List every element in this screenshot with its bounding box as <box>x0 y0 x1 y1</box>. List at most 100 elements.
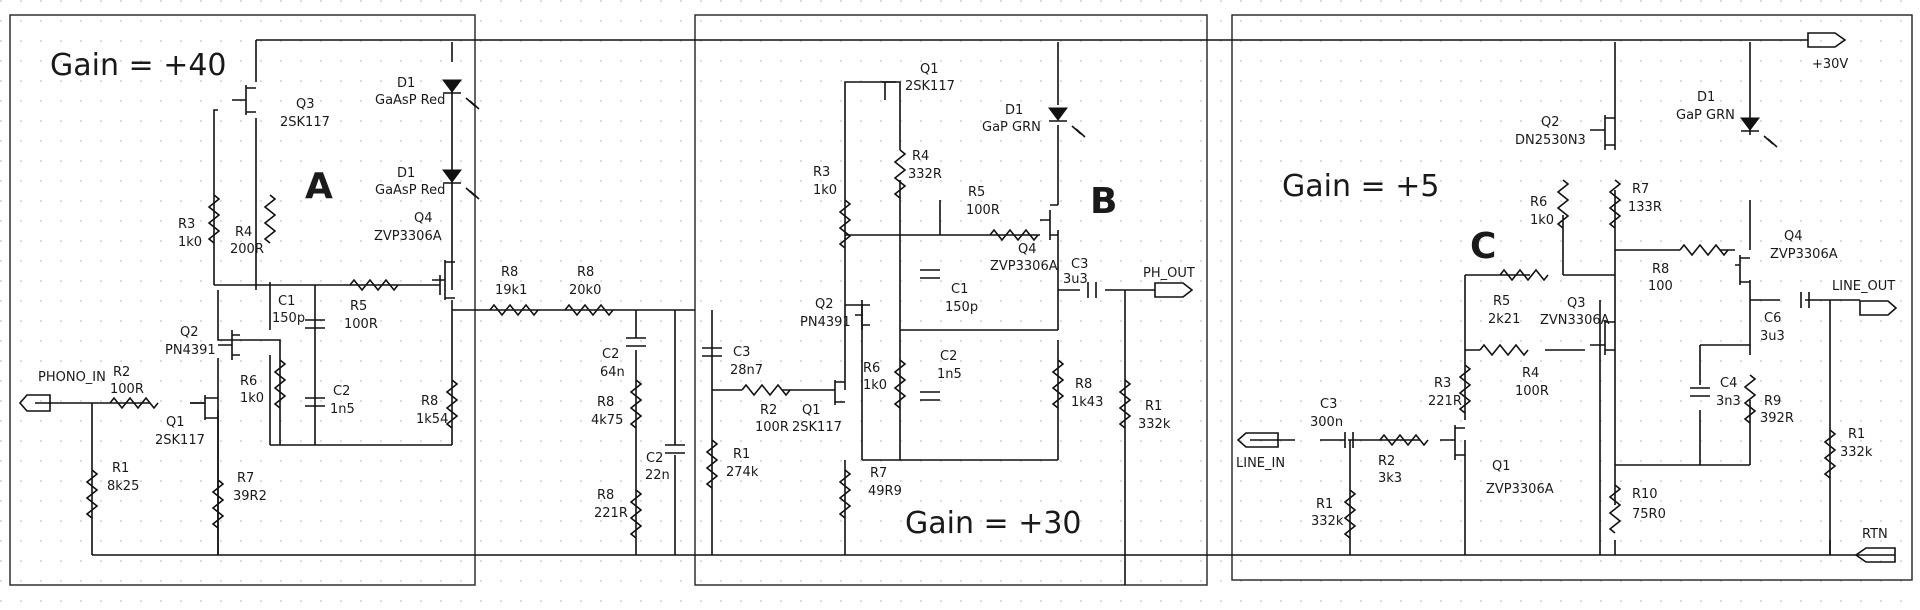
b-r1o-ref: R1 <box>1145 399 1162 414</box>
a-q1-value: 2SK117 <box>155 433 205 448</box>
section-c-parts: Q2 DN2530N3 D1 GaP GRN R6 1k0 R7 133R R5… <box>1310 90 1873 529</box>
c-r5-value: 2k21 <box>1488 312 1520 327</box>
c-r6-value: 1k0 <box>1530 213 1554 228</box>
a-d1a-value: GaAsP Red <box>375 93 445 108</box>
b-c1-ref: C1 <box>951 282 968 297</box>
c-r1o-value: 332k <box>1840 445 1873 460</box>
led-a-lower-symbol <box>442 169 480 200</box>
a-q4-value: ZVP3306A <box>374 229 442 244</box>
section-c-box <box>1231 14 1913 581</box>
c-r2-value: 3k3 <box>1378 471 1402 486</box>
a-q3-value: 2SK117 <box>280 115 330 130</box>
led-c-symbol <box>1740 117 1778 148</box>
c-r1-ref: R1 <box>1316 497 1333 512</box>
b-r2-ref: R2 <box>760 403 777 418</box>
c-d1-ref: D1 <box>1697 90 1715 105</box>
riaa-r8b-value: 20k0 <box>569 283 601 298</box>
section-c-gain: Gain = +5 <box>1282 169 1439 204</box>
b-c1-value: 150p <box>945 300 978 315</box>
a-q4-ref: Q4 <box>414 211 433 226</box>
a-d1b-value: GaAsP Red <box>375 183 445 198</box>
port-rtn-label: RTN <box>1862 527 1888 542</box>
a-r8-value: 1k54 <box>416 412 448 427</box>
a-r2-ref: R2 <box>113 365 130 380</box>
riaa-r8a-ref: R8 <box>501 265 518 280</box>
b-r4-ref: R4 <box>912 149 929 164</box>
c-c6-value: 3u3 <box>1760 329 1785 344</box>
c-r7-ref: R7 <box>1632 182 1649 197</box>
riaa-r8d-ref: R8 <box>597 488 614 503</box>
section-a-box <box>9 14 476 586</box>
led-a-upper-symbol <box>442 79 480 110</box>
c-q3-ref: Q3 <box>1567 296 1586 311</box>
a-r6-value: 1k0 <box>240 391 264 406</box>
c-r2-ref: R2 <box>1378 454 1395 469</box>
b-q1b-value: 2SK117 <box>792 420 842 435</box>
b-r7-value: 49R9 <box>868 484 902 499</box>
b-d1-value: GaP GRN <box>982 120 1041 135</box>
c-q2-ref: Q2 <box>1541 115 1560 130</box>
c-r4-value: 100R <box>1515 384 1549 399</box>
c-r1-value: 332k <box>1311 514 1344 529</box>
c-r3-value: 221R <box>1428 394 1462 409</box>
b-r1-value: 274k <box>726 465 759 480</box>
b-r6-value: 1k0 <box>863 378 887 393</box>
b-q1b-ref: Q1 <box>802 403 821 418</box>
c-r4-ref: R4 <box>1522 366 1539 381</box>
a-c1-ref: C1 <box>278 294 295 309</box>
transistor-symbols <box>190 81 1750 460</box>
b-r6-ref: R6 <box>863 361 880 376</box>
port-flags <box>18 32 1898 563</box>
riaa-r8b-ref: R8 <box>577 265 594 280</box>
riaa-network-parts: R8 19k1 R8 20k0 C2 64n R8 4k75 C2 22n R8… <box>495 265 670 521</box>
b-c3o-value: 3u3 <box>1063 272 1088 287</box>
capacitor-symbols <box>305 269 1810 454</box>
a-r1-value: 8k25 <box>107 479 139 494</box>
b-r8-ref: R8 <box>1075 377 1092 392</box>
led-b-symbol <box>1048 107 1086 138</box>
c-q1-value: ZVP3306A <box>1486 482 1554 497</box>
c-r9-ref: R9 <box>1764 394 1781 409</box>
b-r3-ref: R3 <box>813 165 830 180</box>
section-a-letter: A <box>305 166 333 207</box>
c-r7-value: 133R <box>1628 200 1662 215</box>
section-c-letter: C <box>1470 226 1496 267</box>
b-r1o-value: 332k <box>1138 417 1171 432</box>
port-supply-label: +30V <box>1812 57 1848 72</box>
port-line-out-label: LINE_OUT <box>1832 279 1895 294</box>
b-c3-value: 28n7 <box>730 363 763 378</box>
riaa-c2a-ref: C2 <box>602 347 619 362</box>
a-r7-ref: R7 <box>237 471 254 486</box>
c-c4-value: 3n3 <box>1716 394 1741 409</box>
a-r5-value: 100R <box>344 317 378 332</box>
b-d1-ref: D1 <box>1005 103 1023 118</box>
c-q3-value: ZVN3306A <box>1540 313 1610 328</box>
b-r7-ref: R7 <box>870 466 887 481</box>
section-b-parts: C3 28n7 R1 274k Q1 2SK117 R3 1k0 R4 332R… <box>726 62 1171 499</box>
riaa-r8a-value: 19k1 <box>495 283 527 298</box>
b-q1t-value: 2SK117 <box>905 79 955 94</box>
riaa-c2a-value: 64n <box>600 365 625 380</box>
section-b-letter: B <box>1090 181 1117 222</box>
a-r4-ref: R4 <box>235 225 252 240</box>
riaa-r8c-ref: R8 <box>597 395 614 410</box>
port-line-in-label: LINE_IN <box>1236 456 1285 471</box>
b-r5-value: 100R <box>966 203 1000 218</box>
a-c2-ref: C2 <box>333 384 350 399</box>
c-r8-ref: R8 <box>1652 262 1669 277</box>
c-q4-ref: Q4 <box>1784 229 1803 244</box>
c-r1o-ref: R1 <box>1848 427 1865 442</box>
c-q1-ref: Q1 <box>1492 459 1511 474</box>
c-r5-ref: R5 <box>1493 294 1510 309</box>
c-c6-ref: C6 <box>1764 311 1781 326</box>
a-q1-ref: Q1 <box>166 415 185 430</box>
b-r1-ref: R1 <box>733 447 750 462</box>
resistor-symbols <box>85 149 1837 539</box>
b-r5-ref: R5 <box>968 185 985 200</box>
a-r2-value: 100R <box>110 382 144 397</box>
b-q2-ref: Q2 <box>815 297 834 312</box>
c-q2-value: DN2530N3 <box>1515 133 1586 148</box>
c-c3-value: 300n <box>1310 415 1343 430</box>
a-r6-ref: R6 <box>240 374 257 389</box>
